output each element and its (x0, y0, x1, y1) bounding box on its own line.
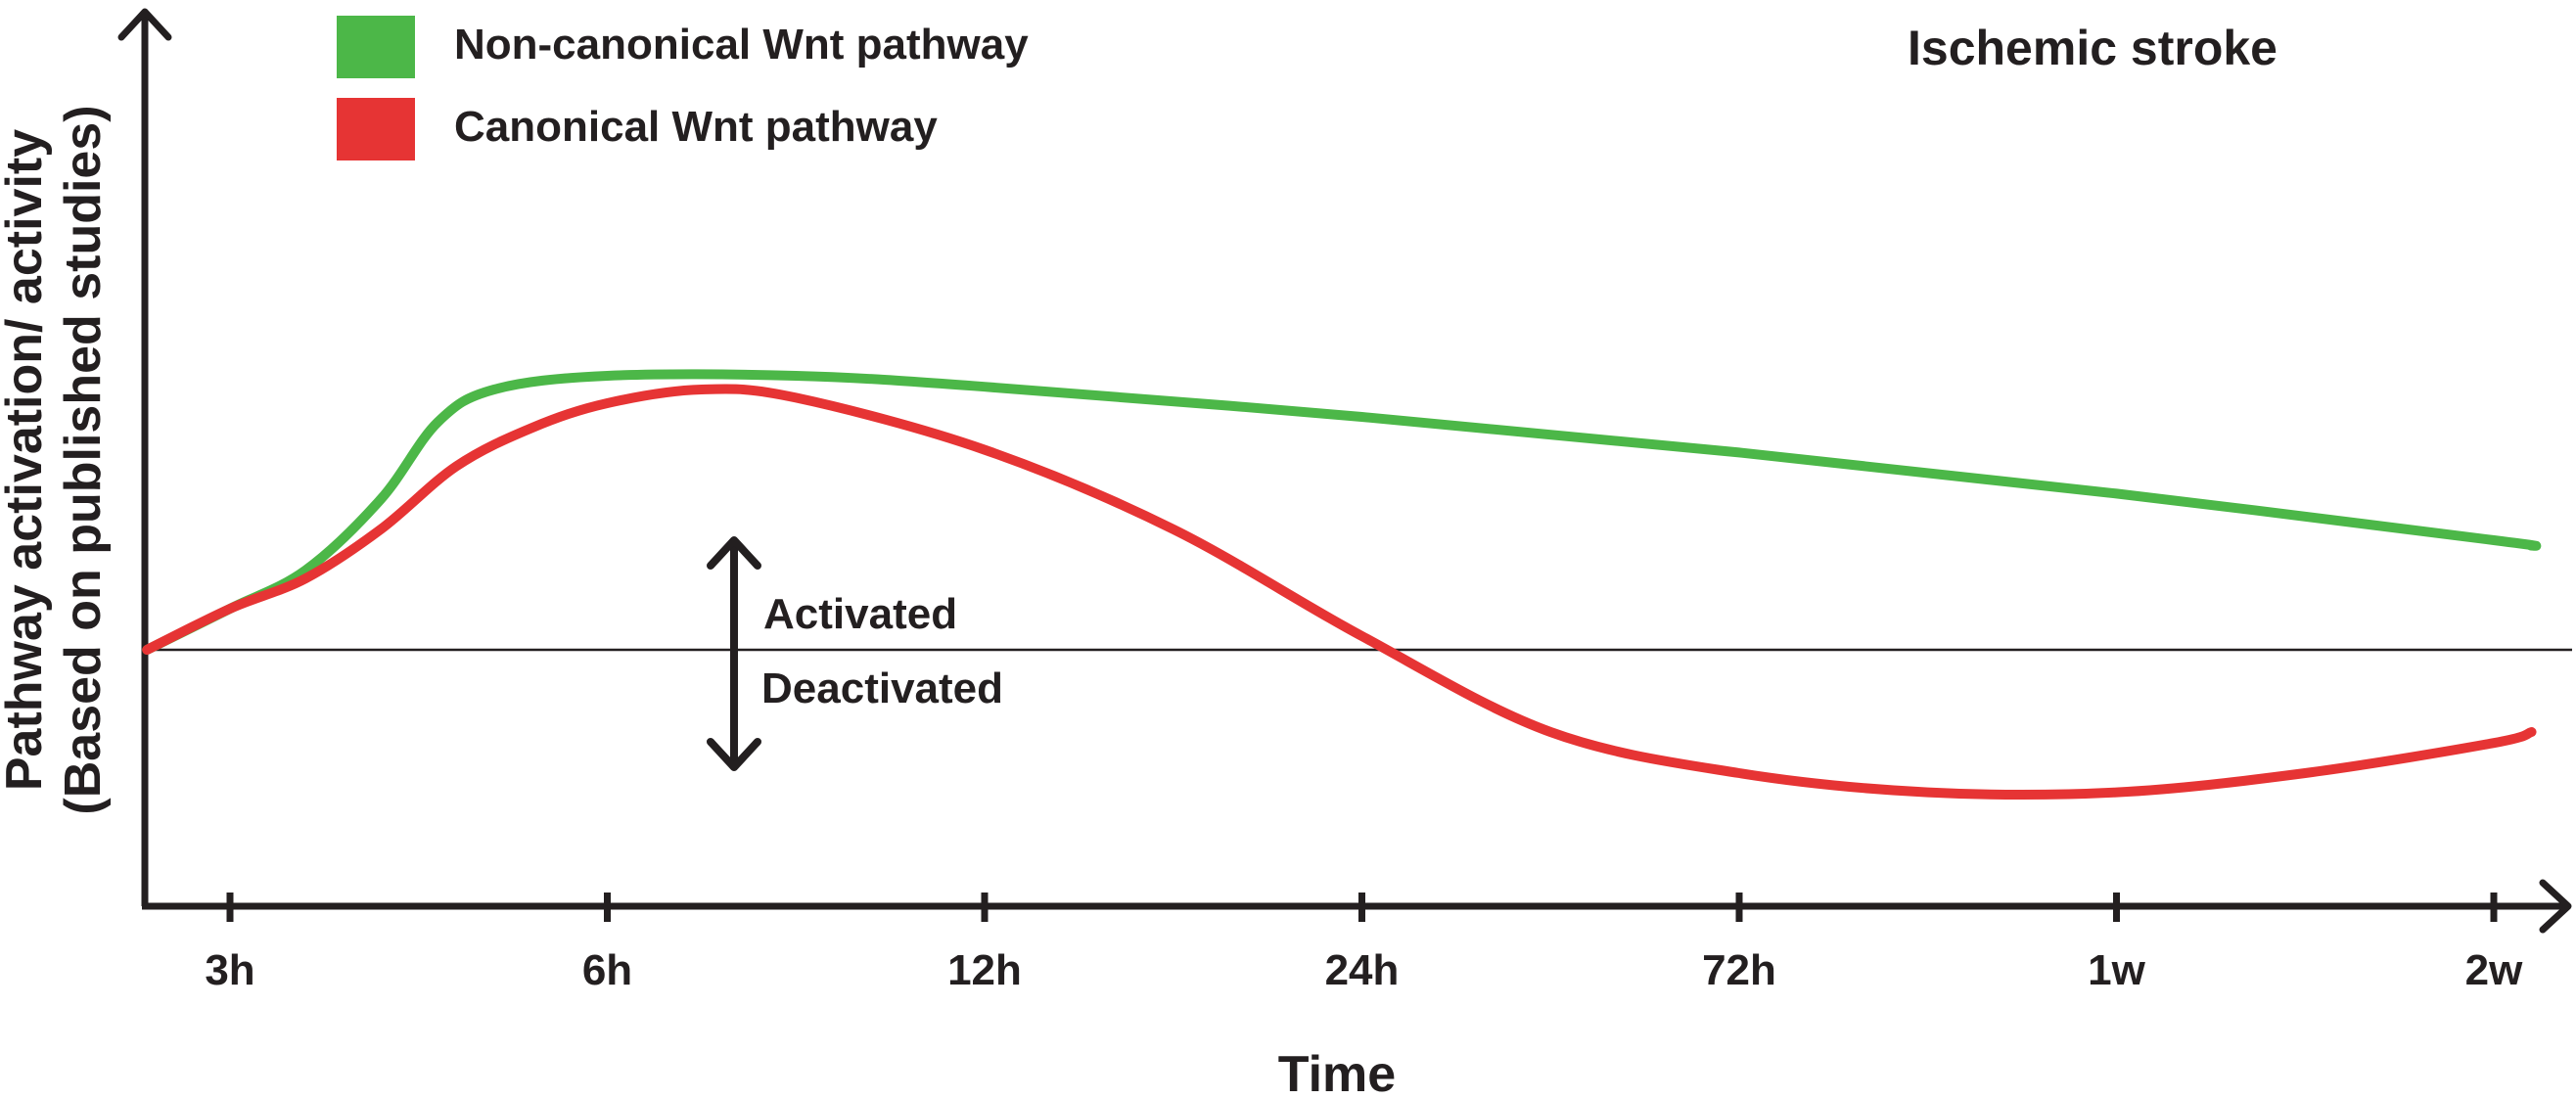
x-tick-label-6h: 6h (582, 946, 632, 994)
x-tick-label-2w: 2w (2465, 946, 2523, 994)
activation-double-arrow (707, 536, 761, 771)
x-tick-label-24h: 24h (1325, 946, 1400, 994)
legend-swatch-canonical (337, 98, 415, 160)
x-tick-label-72h: 72h (1702, 946, 1776, 994)
y-axis-arrowhead (117, 8, 172, 41)
series-line-canonical (142, 384, 2537, 801)
activated-label: Activated (763, 590, 957, 638)
y-axis-label-line2: (Based on published studies) (55, 105, 112, 814)
x-ticks (226, 893, 2498, 922)
x-axis-arrowhead (2539, 879, 2572, 934)
x-tick-label-1w: 1w (2088, 946, 2145, 994)
x-tick-label-3h: 3h (205, 946, 254, 994)
deactivated-label: Deactivated (761, 664, 1003, 712)
series-line-noncanonical (142, 369, 2542, 655)
legend-swatch-noncanonical (337, 16, 415, 78)
series-layer (142, 369, 2542, 801)
legend-label-canonical: Canonical Wnt pathway (454, 103, 938, 151)
chart-title: Ischemic stroke (1908, 21, 2277, 75)
x-tick-label-12h: 12h (947, 946, 1022, 994)
y-axis-label-line1: Pathway activation/ activity (0, 129, 53, 791)
legend-label-noncanonical: Non-canonical Wnt pathway (454, 21, 1029, 69)
x-axis-label: Time (1278, 1046, 1396, 1099)
x-tick-labels: 3h 6h 12h 24h 72h 1w 2w (205, 946, 2523, 994)
